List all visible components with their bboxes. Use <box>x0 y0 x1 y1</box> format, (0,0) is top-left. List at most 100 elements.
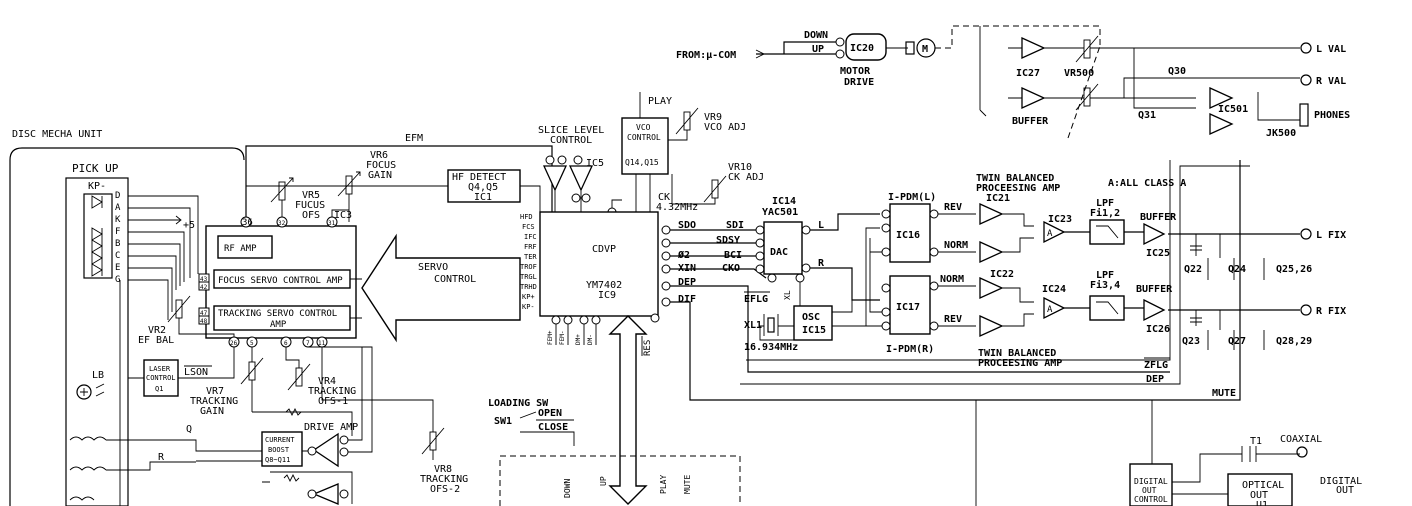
pickup-label: PICK UP <box>72 162 119 175</box>
dac-box <box>763 221 803 275</box>
twin-4: PROCEESING AMP <box>978 358 1062 369</box>
svg-text:E: E <box>115 263 120 273</box>
drive-r-wire <box>128 461 196 471</box>
svg-text:31: 31 <box>328 220 336 227</box>
dig-ctrl-3: CONTROL <box>1134 495 1168 504</box>
svg-text:TROF: TROF <box>520 263 537 271</box>
svg-text:FEM-: FEM- <box>559 331 566 345</box>
svg-text:SDI: SDI <box>726 220 744 231</box>
ic20-pin1 <box>835 49 845 59</box>
pickup-pin-letters: D A K F B C E G <box>115 191 121 285</box>
vr2-1: VR2 <box>148 325 166 336</box>
vr4-resistor <box>285 347 311 391</box>
vr5-resistor <box>270 177 294 217</box>
crystal-icon <box>767 317 775 333</box>
ic501-amp2 <box>1209 112 1234 136</box>
vr9-2: VCO ADJ <box>704 122 746 133</box>
lb-label: LB <box>92 370 104 381</box>
drive-wires <box>128 346 373 504</box>
vr8-resistor <box>321 347 445 460</box>
norm-r: NORM <box>940 274 964 285</box>
slice-buffer-2 <box>568 165 594 192</box>
digital-out-control-box <box>1129 463 1173 506</box>
buffer-l-label: BUFFER <box>1140 212 1177 223</box>
ic26-label: IC26 <box>1146 324 1170 335</box>
ipdm-pins <box>881 209 939 331</box>
drive-amp-label: DRIVE AMP <box>304 422 358 433</box>
digital-out-wires <box>975 400 1242 506</box>
coaxial-label: COAXIAL <box>1280 434 1322 445</box>
motor-m: M <box>922 44 928 55</box>
servo-label-1: SERVO <box>418 262 448 273</box>
r-val-jack <box>1300 74 1312 86</box>
ic9-part: YM7402 <box>586 280 622 291</box>
svg-text:DM-: DM- <box>587 334 594 345</box>
svg-text:B: B <box>115 239 120 249</box>
osc-freq: 16.934MHz <box>744 342 798 353</box>
ic17-box <box>889 275 931 335</box>
svg-text:7: 7 <box>306 340 310 347</box>
rf-amp-box <box>217 235 273 259</box>
rev-r: REV <box>944 314 962 325</box>
lpf1-curve <box>1096 225 1119 239</box>
svg-text:36: 36 <box>242 218 253 228</box>
phones-label: PHONES <box>1314 110 1350 121</box>
ic9-output-wires <box>670 160 1241 401</box>
l-fix-label: L FIX <box>1316 230 1346 241</box>
loading-switch <box>519 411 575 446</box>
drive-r: R <box>158 452 165 463</box>
svg-text:TER: TER <box>524 253 537 261</box>
tracking-servo-box <box>213 305 351 331</box>
ic9-box <box>539 211 659 317</box>
class-a-label: A:ALL CLASS A <box>1108 178 1186 189</box>
dac-r: R <box>818 258 825 269</box>
laser-control-box <box>143 359 179 397</box>
optical-2: OUT <box>1250 490 1268 501</box>
svg-text:SDSY: SDSY <box>716 235 740 246</box>
svg-text:11: 11 <box>318 340 326 347</box>
lpf1-1: LPF <box>1096 198 1114 209</box>
efm-label: EFM <box>405 133 423 144</box>
vco-wires <box>635 174 651 212</box>
svg-text:Q27: Q27 <box>1228 336 1246 347</box>
open-label: OPEN <box>538 408 562 419</box>
twin-3: TWIN BALANCED <box>978 348 1056 359</box>
svg-text:SDO: SDO <box>678 220 696 231</box>
l-val-jack <box>1300 42 1312 54</box>
vr10-resistor <box>671 174 727 205</box>
svg-text:FEM+: FEM+ <box>547 330 554 345</box>
laser-control-1: LASER <box>149 365 171 373</box>
photodiode-symbols <box>91 195 103 277</box>
xl-label: XL <box>783 290 792 300</box>
laser-diode-icon <box>76 384 92 400</box>
ic24-symbol <box>1043 296 1066 320</box>
rev-l: REV <box>944 202 962 213</box>
ic26-symbol <box>1143 298 1166 322</box>
mute-transistor-wires <box>1190 234 1265 350</box>
svg-text:D: D <box>115 191 120 201</box>
svg-text:F: F <box>115 227 120 237</box>
l-fix-jack <box>1300 228 1312 240</box>
rf-amp-label: RF AMP <box>224 244 257 254</box>
ic501-amp1 <box>1209 86 1234 110</box>
svg-text:DEP: DEP <box>678 277 696 288</box>
laser-control-wires <box>128 347 235 379</box>
vr500-gang-dash <box>1067 45 1101 139</box>
hf-wires <box>246 185 541 212</box>
boost-3: Q8~Q11 <box>265 456 290 464</box>
svg-text:TRHD: TRHD <box>520 283 537 291</box>
svg-text:IFC: IFC <box>524 233 537 241</box>
sw1-label: SW1 <box>494 416 512 427</box>
drive-amp-symbol <box>312 432 339 468</box>
dac-label: DAC <box>770 247 788 258</box>
laser-emission-icon <box>80 383 105 397</box>
svg-text:43: 43 <box>200 276 208 283</box>
motor-down: DOWN <box>804 30 828 41</box>
ic23-symbol <box>1043 220 1066 244</box>
ic20-box <box>845 33 887 61</box>
ic501-label: IC501 <box>1218 104 1248 115</box>
slice-2: CONTROL <box>550 135 592 146</box>
vr8-2: TRACKING <box>420 474 468 485</box>
loading-title: LOADING SW <box>488 398 549 409</box>
dig-ctrl-2: OUT <box>1142 486 1157 495</box>
